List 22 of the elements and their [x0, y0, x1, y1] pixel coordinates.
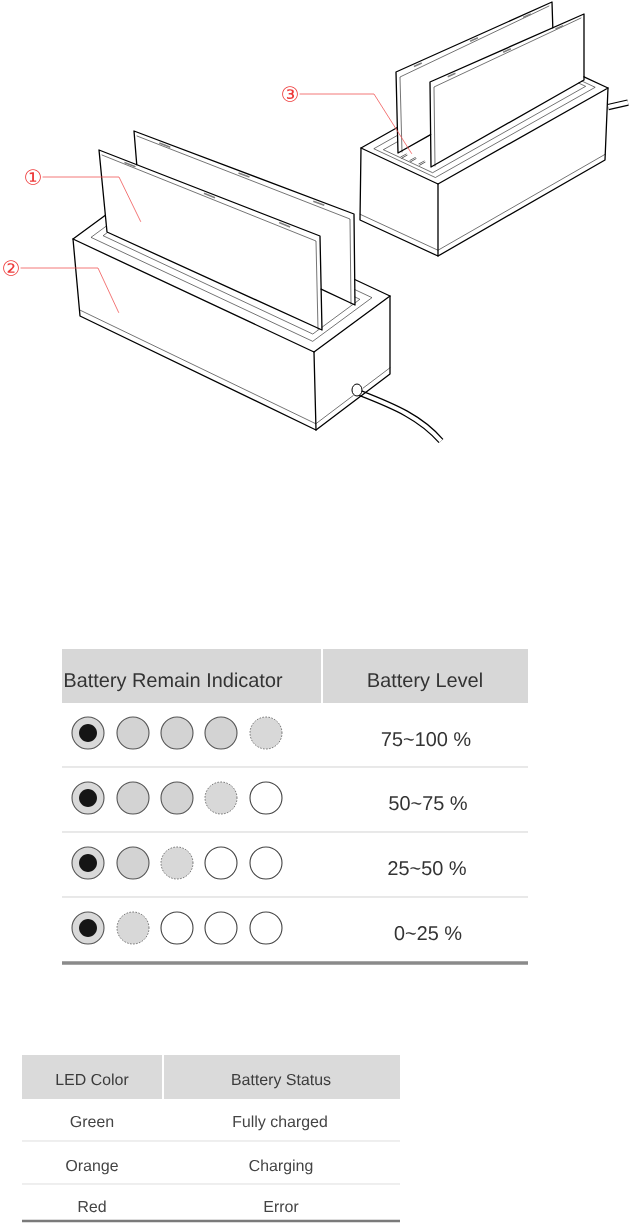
leader-line: [20, 267, 120, 314]
column-header: Battery Remain Indicator: [62, 649, 321, 703]
charger-base: [72, 214, 391, 431]
callout-number: ②: [3, 260, 19, 276]
battery: [98, 149, 323, 331]
status-text: Error: [264, 1201, 299, 1213]
column-header: Battery Status: [164, 1055, 400, 1099]
level-text: 25~50 %: [388, 861, 466, 876]
callout-number: ①: [25, 169, 41, 185]
leader-line: [299, 93, 413, 155]
led-text: Red: [78, 1200, 106, 1213]
column-header: Battery Level: [323, 649, 528, 703]
leader-line: [42, 176, 142, 223]
led-text: Green: [70, 1115, 114, 1128]
status-text: Charging: [249, 1159, 313, 1175]
callout-number: ③: [282, 86, 298, 102]
status-text: Fully charged: [233, 1115, 327, 1131]
led-text: Orange: [66, 1159, 118, 1175]
level-text: 0~25 %: [394, 926, 462, 941]
level-text: 50~75 %: [389, 796, 467, 811]
level-text: 75~100 %: [381, 732, 471, 747]
column-header: LED Color: [22, 1055, 162, 1099]
